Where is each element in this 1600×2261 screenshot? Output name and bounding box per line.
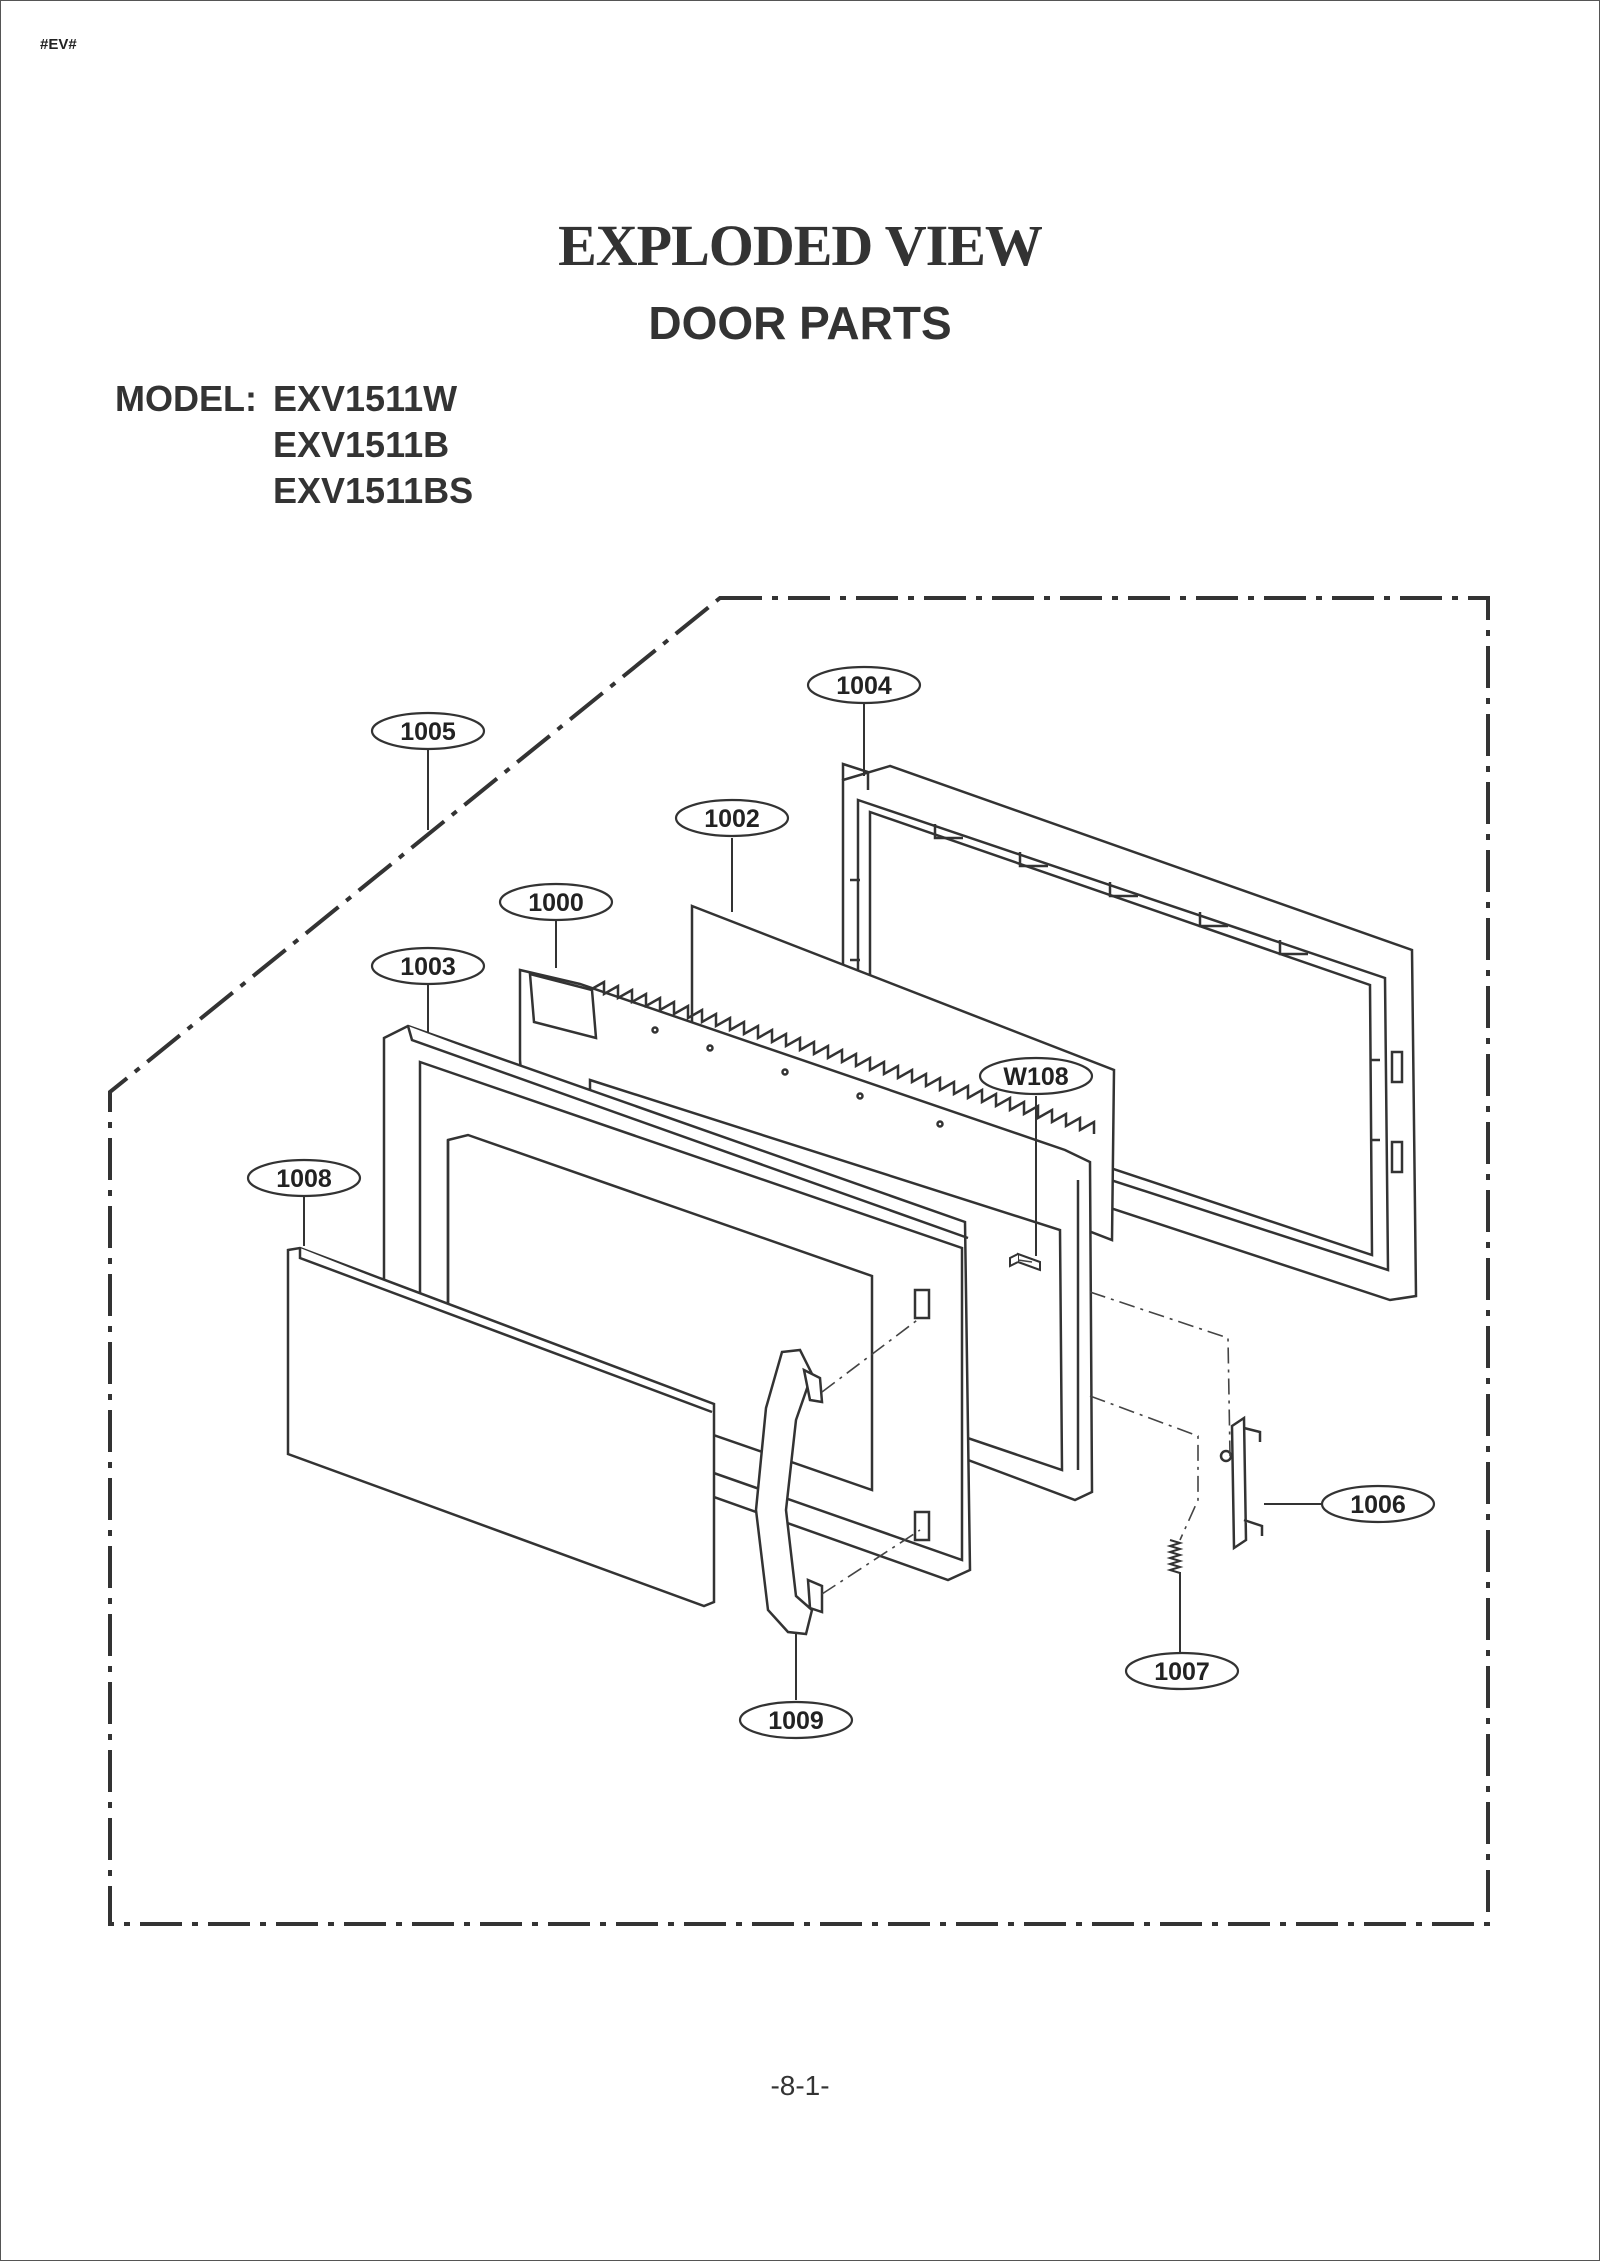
callout-1004: 1004 bbox=[836, 672, 892, 700]
part-1007-spring bbox=[1166, 1539, 1184, 1574]
header-tag: #EV# bbox=[40, 36, 77, 53]
alignment-lines bbox=[821, 1259, 1231, 1595]
part-1009-handle bbox=[754, 1348, 824, 1636]
callout-1000: 1000 bbox=[528, 889, 584, 917]
callout-W108: W108 bbox=[1003, 1063, 1068, 1091]
part-1006-latch bbox=[1219, 1415, 1264, 1551]
callout-1005: 1005 bbox=[400, 718, 456, 746]
page-subtitle: DOOR PARTS bbox=[648, 297, 952, 349]
model-number-2: EXV1511B bbox=[273, 424, 450, 465]
callout-1006: 1006 bbox=[1350, 1491, 1406, 1519]
model-number-3: EXV1511BS bbox=[273, 470, 474, 511]
callout-1009: 1009 bbox=[768, 1707, 824, 1735]
page-title: EXPLODED VIEW bbox=[558, 213, 1043, 278]
page-number: -8-1- bbox=[770, 2070, 830, 2101]
callouts bbox=[246, 665, 1436, 1740]
callout-1002: 1002 bbox=[704, 805, 760, 833]
part-1003-door-frame bbox=[382, 1024, 972, 1582]
model-label: MODEL: bbox=[115, 378, 257, 419]
assembly-boundary bbox=[108, 596, 1490, 1926]
callout-1003: 1003 bbox=[400, 953, 456, 981]
callout-1007: 1007 bbox=[1154, 1658, 1210, 1686]
callout-1008: 1008 bbox=[276, 1165, 332, 1193]
leader-lines bbox=[303, 702, 1322, 1700]
model-number-1: EXV1511W bbox=[273, 378, 458, 419]
part-1008-front-glass bbox=[286, 1246, 716, 1608]
